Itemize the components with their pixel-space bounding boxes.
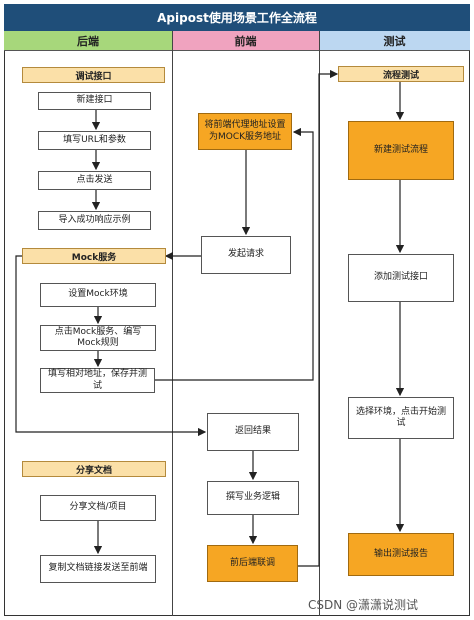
step-write-mock-rule: 点击Mock服务、编写Mock规则 bbox=[40, 325, 156, 351]
step-write-logic: 撰写业务逻辑 bbox=[207, 481, 299, 515]
lane-header-frontend: 前端 bbox=[172, 31, 319, 51]
step-send-request: 发起请求 bbox=[201, 236, 291, 274]
section-label-mock: Mock服务 bbox=[22, 248, 166, 264]
step-fill-url: 填写URL和参数 bbox=[38, 131, 151, 150]
step-new-api: 新建接口 bbox=[38, 92, 151, 110]
step-integration: 前后端联调 bbox=[207, 545, 298, 582]
step-select-env: 选择环境，点击开始测试 bbox=[348, 397, 454, 439]
step-new-flow: 新建测试流程 bbox=[348, 121, 454, 180]
step-send: 点击发送 bbox=[38, 171, 151, 190]
section-label-share: 分享文档 bbox=[22, 461, 166, 477]
lane-divider bbox=[319, 31, 320, 616]
section-label-debug: 调试接口 bbox=[22, 67, 165, 83]
step-return-result: 返回结果 bbox=[207, 413, 299, 451]
diagram-title: Apipost使用场景工作全流程 bbox=[4, 4, 470, 31]
lane-divider bbox=[172, 31, 173, 616]
lane-header-testing: 测试 bbox=[319, 31, 470, 51]
step-set-proxy: 将前端代理地址设置为MOCK服务地址 bbox=[198, 113, 292, 150]
step-share-doc: 分享文档/项目 bbox=[40, 495, 156, 521]
section-label-flow-test: 流程测试 bbox=[338, 66, 464, 82]
step-set-mock-env: 设置Mock环境 bbox=[40, 283, 156, 307]
step-copy-link: 复制文档链接发送至前端 bbox=[40, 555, 156, 583]
watermark: CSDN @潇潇说测试 bbox=[308, 598, 419, 612]
step-save-test: 填写相对地址，保存并测试 bbox=[40, 368, 155, 393]
step-add-api: 添加测试接口 bbox=[348, 254, 454, 302]
lane-header-backend: 后端 bbox=[4, 31, 172, 51]
step-import-example: 导入成功响应示例 bbox=[38, 211, 151, 230]
step-export-report: 输出测试报告 bbox=[348, 533, 454, 576]
